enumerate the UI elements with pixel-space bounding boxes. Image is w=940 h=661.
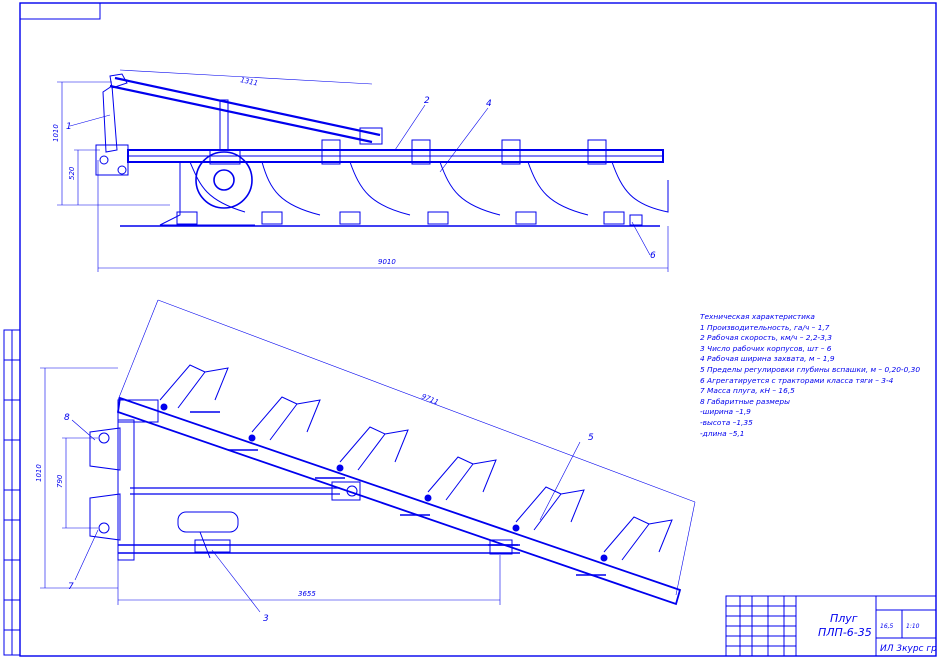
spec-line-4: 4 Рабочая ширина захвата, м – 1,9	[700, 354, 835, 364]
binding-strip	[3, 329, 21, 656]
callout-6: 6	[650, 251, 656, 261]
spec-line-8: 8 Габаритные размеры	[700, 396, 790, 406]
spec-line-length: -длина –5,1	[700, 428, 745, 438]
spec-line-6: 6 Агрегатируется с тракторами класса тяг…	[700, 375, 894, 385]
dim-overall-length: 9010	[378, 258, 396, 266]
callout-4: 4	[486, 99, 492, 109]
side-view	[57, 69, 669, 272]
dim-inner-width: 790	[56, 474, 64, 488]
callout-2: 2	[424, 96, 430, 106]
dim-diagonal: 9711	[420, 392, 440, 406]
title-name-line2: ПЛП-6-35	[818, 626, 872, 639]
spec-line-1: 1 Производительность, га/ч – 1,7	[700, 322, 830, 332]
specs-title: Техническая характеристика	[700, 312, 815, 321]
dim-mid-height: 520	[68, 166, 76, 180]
callout-5: 5	[588, 433, 594, 443]
spec-line-3: 3 Число рабочих корпусов, шт – 6	[700, 343, 832, 353]
spec-line-5: 5 Пределы регулировки глубины вспашки, м…	[700, 364, 921, 374]
callout-7: 7	[68, 582, 74, 592]
top-left-stamp	[19, 2, 101, 20]
spec-line-7: 7 Масса плуга, кН – 16,5	[700, 386, 795, 396]
callout-3: 3	[263, 614, 269, 624]
dim-top-rod: 1311	[240, 76, 259, 88]
dim-height: 1010	[52, 124, 60, 142]
plan-view	[40, 299, 696, 613]
title-org: ИЛ 3курс гр	[880, 644, 937, 654]
spec-line-height: -высота –1,35	[700, 417, 753, 427]
dim-frame-length: 3655	[298, 590, 316, 598]
title-mass: 16,5	[880, 623, 894, 630]
dim-width: 1010	[35, 464, 43, 482]
technical-specs: Техническая характеристика 1 Производите…	[700, 312, 930, 439]
callout-1: 1	[66, 122, 72, 132]
spec-line-width: -ширина –1,9	[700, 407, 751, 417]
callout-8: 8	[64, 413, 70, 423]
title-block	[725, 595, 937, 657]
title-scale: 1:10	[906, 623, 920, 630]
spec-line-2: 2 Рабочая скорость, км/ч – 2,2-3,3	[700, 333, 832, 343]
title-name-line1: Плуг	[830, 612, 858, 625]
